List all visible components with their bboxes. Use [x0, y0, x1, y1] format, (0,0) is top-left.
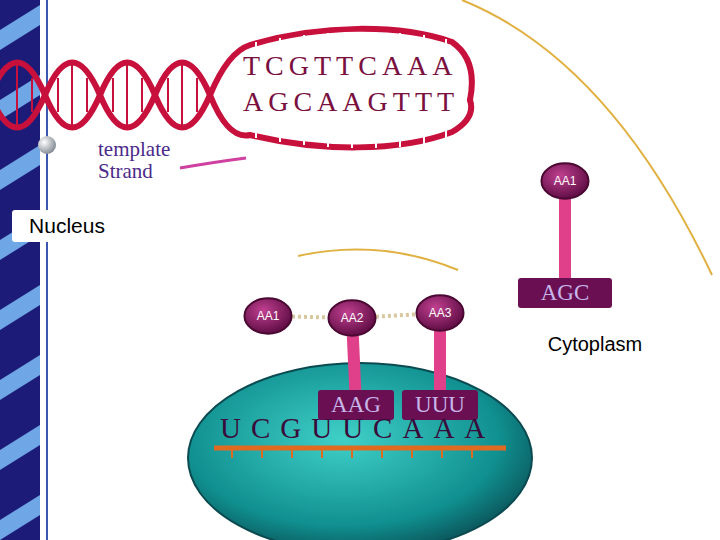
mrna-strand [214, 446, 506, 451]
bullet-ball [38, 136, 56, 154]
nuclear-membrane [462, 0, 712, 275]
strand-label: template Strand [98, 138, 190, 182]
box-text: AGC [541, 280, 590, 306]
dna-helix [0, 29, 472, 148]
peptide-bond [376, 314, 416, 316]
band-stripes [0, 5, 40, 540]
amino-acid: AA2 [328, 300, 376, 336]
amino-acid-label: AA3 [429, 306, 452, 320]
amino-acid-label: AA1 [554, 174, 577, 188]
trna-stem [434, 331, 446, 390]
box-text: Nucleus [29, 214, 105, 238]
nuclear-membrane [298, 250, 458, 270]
dna-sequence: AGCAAGTTT [243, 86, 459, 118]
mrna-ticks [232, 448, 472, 458]
trna-stem [559, 199, 571, 278]
region-label: Nucleus [12, 210, 122, 242]
side-band [0, 0, 40, 540]
amino-acid-label: AA1 [257, 309, 280, 323]
region-label: Cytoplasm [528, 328, 662, 360]
leader-line [180, 158, 246, 168]
dna-rungs [17, 64, 197, 126]
peptide-bond [292, 315, 328, 320]
amino-acid-label: AA2 [341, 311, 364, 325]
trna-stem [353, 336, 355, 390]
ribosome [188, 363, 532, 540]
anticodon: AGC [518, 278, 612, 308]
amino-acid: AA3 [416, 295, 464, 331]
mrna-sequence: UCGUUCAAA [220, 412, 495, 445]
dna-sequence: TCGTTCAAA [243, 50, 458, 82]
amino-acid: AA1 [244, 298, 292, 334]
box-text: Cytoplasm [548, 333, 642, 356]
amino-acid: AA1 [541, 163, 589, 199]
band-line [46, 0, 48, 540]
